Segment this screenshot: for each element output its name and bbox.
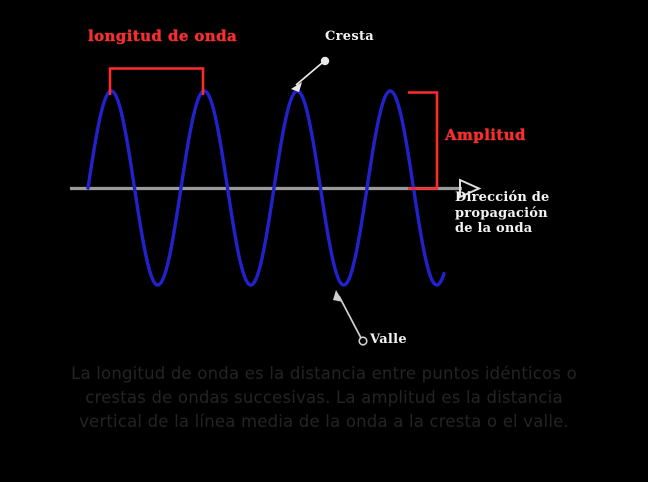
wavelength-label: longitud de onda	[88, 27, 238, 45]
crest-arrowhead-icon	[291, 82, 302, 92]
propagation-direction-line-2: propagación	[455, 205, 548, 221]
crest-leader-arrow	[291, 56, 330, 92]
caption-line-3: vertical de la línea media de la onda a …	[79, 412, 569, 431]
wavelength-bracket-path	[108, 67, 205, 95]
propagation-direction-line-3: de la onda	[455, 221, 533, 237]
propagation-direction-line-1: Dirección de	[455, 190, 550, 205]
trough-leader-dot	[358, 336, 368, 346]
propagation-direction-label: Dirección de propagación de la onda	[455, 191, 550, 238]
trough-arrowhead-icon	[333, 290, 343, 302]
crest-label: Cresta	[325, 29, 375, 44]
crest-leader-line	[295, 62, 323, 86]
caption-line-2: crestas de ondas succesivas. La amplitud…	[85, 388, 563, 407]
trough-leader-line	[338, 295, 362, 339]
amplitude-label: Amplitud	[445, 126, 526, 144]
sine-wave	[86, 89, 446, 287]
axis-arrowhead-icon	[459, 178, 482, 199]
trough-label: Valle	[370, 332, 407, 347]
wavelength-bracket	[108, 67, 205, 95]
crest-leader-dot	[320, 56, 330, 66]
wave-curve	[86, 89, 446, 287]
amplitude-bracket	[408, 91, 439, 190]
caption-line-1: La longitud de onda es la distancia entr…	[71, 364, 577, 383]
amplitude-bracket-path	[408, 91, 439, 190]
trough-leader-arrow	[333, 290, 368, 346]
figure-caption: La longitud de onda es la distancia entr…	[0, 362, 648, 434]
